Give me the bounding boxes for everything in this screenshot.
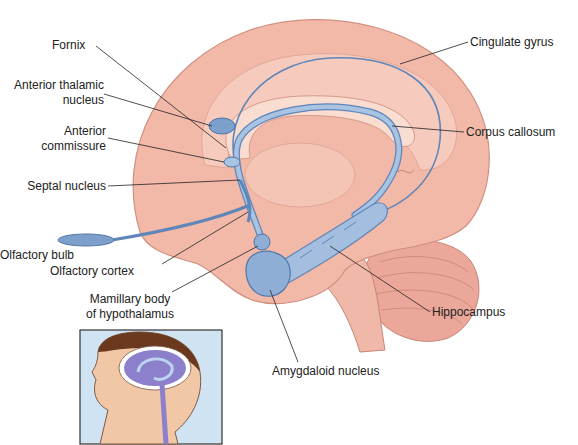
part-label: Fornix: [52, 38, 122, 53]
thalamus: [245, 143, 355, 207]
artist-mark: [398, 170, 414, 173]
part-label: Olfactory cortex: [50, 264, 170, 279]
part-label: Anterior thalamic nucleus: [4, 78, 104, 108]
part-label: Amygdaloid nucleus: [272, 364, 412, 379]
cerebellum: [365, 240, 479, 342]
part-label: Mamillary body of hypothalamus: [84, 292, 176, 322]
head-inset: [80, 330, 222, 444]
limbic-structures: [58, 58, 440, 296]
part-label: Hippocampus: [432, 305, 542, 320]
part-label: Olfactory bulb: [0, 248, 100, 263]
part-label: Cingulate gyrus: [470, 35, 576, 50]
cerebrum: [133, 20, 489, 304]
part-label: Anterior commissure: [38, 124, 106, 154]
part-label: Corpus callosum: [466, 125, 576, 140]
part-label: Septal nucleus: [0, 179, 106, 194]
